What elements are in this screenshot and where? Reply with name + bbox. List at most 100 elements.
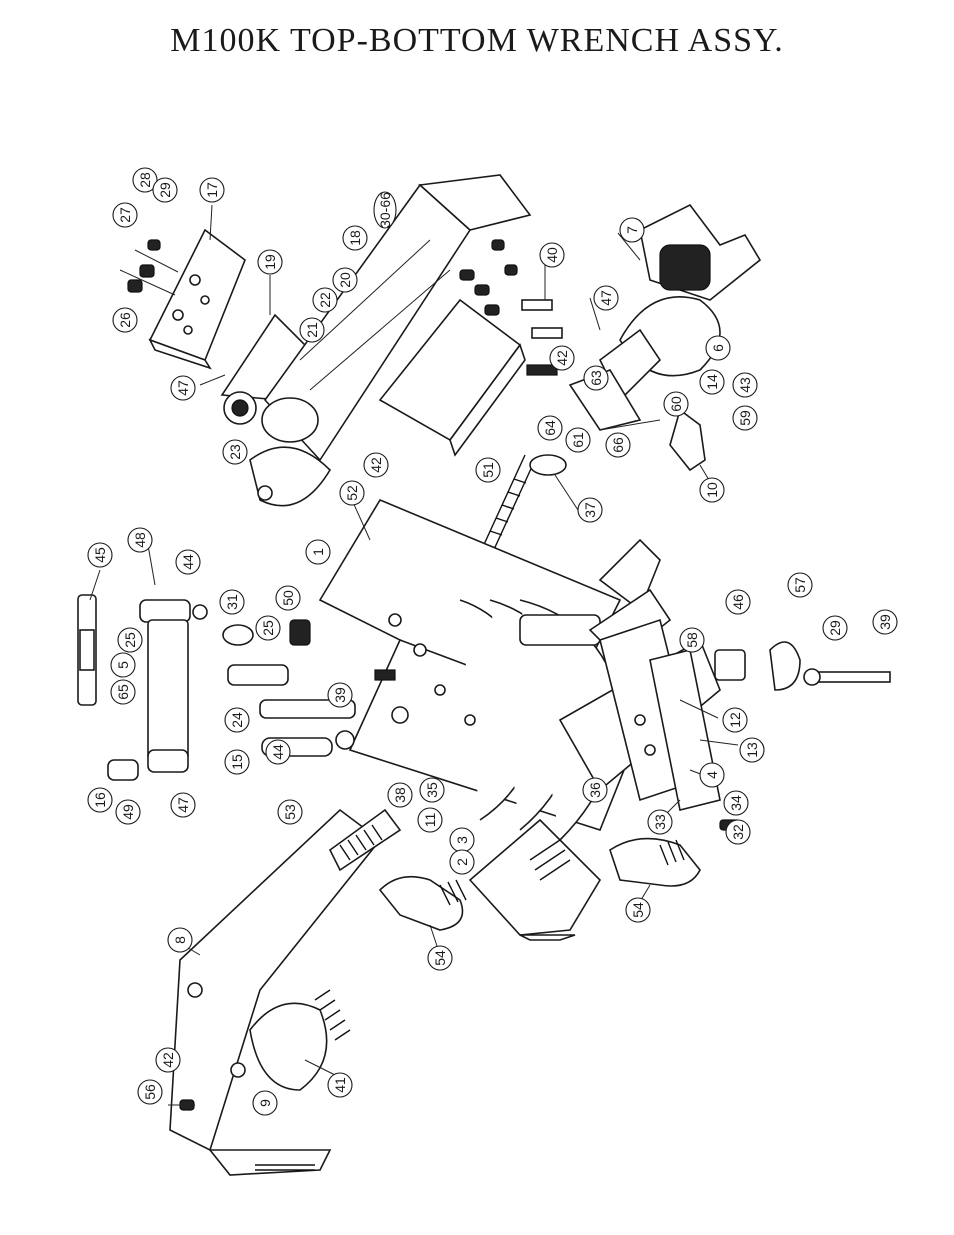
callout-42: 42 — [549, 345, 575, 371]
callout-48: 48 — [127, 527, 153, 553]
callout-balloon — [127, 527, 153, 553]
callout-balloon — [110, 652, 136, 678]
callout-balloon — [822, 615, 848, 641]
callout-label: 42 — [554, 350, 570, 366]
callout-balloon — [110, 679, 136, 705]
callout-label: 57 — [792, 577, 808, 593]
callout-43: 43 — [732, 372, 758, 398]
callout-label: 16 — [92, 792, 108, 808]
callout-label: 66 — [610, 437, 626, 453]
callout-balloon — [327, 1072, 353, 1098]
callout-balloon — [87, 542, 113, 568]
callout-label: 41 — [332, 1077, 348, 1093]
callout-label: 54 — [630, 902, 646, 918]
callout-15: 15 — [224, 749, 250, 775]
callout-balloon — [252, 1090, 278, 1116]
callout-35: 35 — [419, 777, 445, 803]
callout-52: 52 — [339, 480, 365, 506]
center-upper-block — [378, 239, 563, 457]
callout-63: 63 — [583, 365, 609, 391]
callout-label: 47 — [175, 797, 191, 813]
callout-balloon — [679, 627, 705, 653]
callout-label: 26 — [117, 312, 133, 328]
callout-40: 40 — [539, 242, 565, 268]
callout-balloon — [427, 945, 453, 971]
callout-balloon — [257, 249, 283, 275]
callout-38: 38 — [387, 782, 413, 808]
callout-27: 27 — [112, 202, 138, 228]
callout-label: 7 — [624, 226, 640, 234]
callout-22: 22 — [312, 287, 338, 313]
callout-36: 36 — [582, 777, 608, 803]
callout-label: 24 — [229, 712, 245, 728]
callout-39: 39 — [327, 682, 353, 708]
callout-balloon — [155, 1047, 181, 1073]
callout-label: 44 — [270, 744, 286, 760]
callout-balloon — [539, 242, 565, 268]
callout-54: 54 — [625, 897, 651, 923]
callout-balloon — [419, 777, 445, 803]
callout-balloon — [739, 737, 765, 763]
callout-balloon — [299, 317, 325, 343]
callout-17: 17 — [199, 177, 225, 203]
callout-label: 56 — [142, 1084, 158, 1100]
callout-label: 19 — [262, 254, 278, 270]
callout-balloon — [725, 589, 751, 615]
callout-balloon — [725, 819, 751, 845]
callout-balloon — [87, 787, 113, 813]
callout-12: 12 — [722, 707, 748, 733]
callout-balloon — [224, 749, 250, 775]
callout-label: 25 — [122, 632, 138, 648]
callout-6: 6 — [705, 335, 731, 361]
callout-29: 29 — [152, 177, 178, 203]
callout-balloon — [112, 307, 138, 333]
callout-balloon — [732, 372, 758, 398]
callout-51: 51 — [475, 457, 501, 483]
callout-balloon — [152, 177, 178, 203]
callout-13: 13 — [739, 737, 765, 763]
callout-balloon — [137, 1079, 163, 1105]
callout-label: 9 — [257, 1099, 273, 1107]
callout-47: 47 — [170, 375, 196, 401]
callout-balloon — [224, 707, 250, 733]
callout-balloon — [175, 549, 201, 575]
callout-label: 40 — [544, 247, 560, 263]
callout-label: 65 — [115, 684, 131, 700]
callout-label: 13 — [744, 742, 760, 758]
callout-33: 33 — [647, 809, 673, 835]
callout-balloon — [625, 897, 651, 923]
callout-label: 52 — [344, 485, 360, 501]
callout-balloon — [583, 365, 609, 391]
callout-label: 2 — [454, 858, 470, 866]
callout-balloon — [312, 287, 338, 313]
callout-label: 37 — [582, 502, 598, 518]
callout-label: 30-66 — [377, 192, 393, 228]
callout-label: 50 — [280, 590, 296, 606]
callout-4: 4 — [699, 762, 725, 788]
callout-49: 49 — [115, 799, 141, 825]
callout-balloon — [605, 432, 631, 458]
callout-66: 66 — [605, 432, 631, 458]
callout-label: 17 — [204, 182, 220, 198]
center-main-body — [318, 498, 721, 841]
callout-label: 29 — [157, 182, 173, 198]
callout-label: 61 — [570, 432, 586, 448]
callout-label: 20 — [337, 272, 353, 288]
callout-9: 9 — [252, 1090, 278, 1116]
lower-left-fasteners — [168, 1099, 195, 1111]
callout-label: 48 — [132, 532, 148, 548]
callout-label: 39 — [877, 614, 893, 630]
callout-32: 32 — [725, 819, 751, 845]
callout-balloon — [332, 267, 358, 293]
callout-balloon — [219, 589, 245, 615]
callout-34: 34 — [723, 790, 749, 816]
callout-21: 21 — [299, 317, 325, 343]
callout-balloon — [549, 345, 575, 371]
callout-label: 25 — [260, 620, 276, 636]
callout-label: 3 — [454, 836, 470, 844]
callout-label: 51 — [480, 462, 496, 478]
callout-label: 53 — [282, 804, 298, 820]
callout-balloon — [222, 439, 248, 465]
callout-19: 19 — [257, 249, 283, 275]
bracket-assembly-upper-left — [119, 228, 246, 370]
